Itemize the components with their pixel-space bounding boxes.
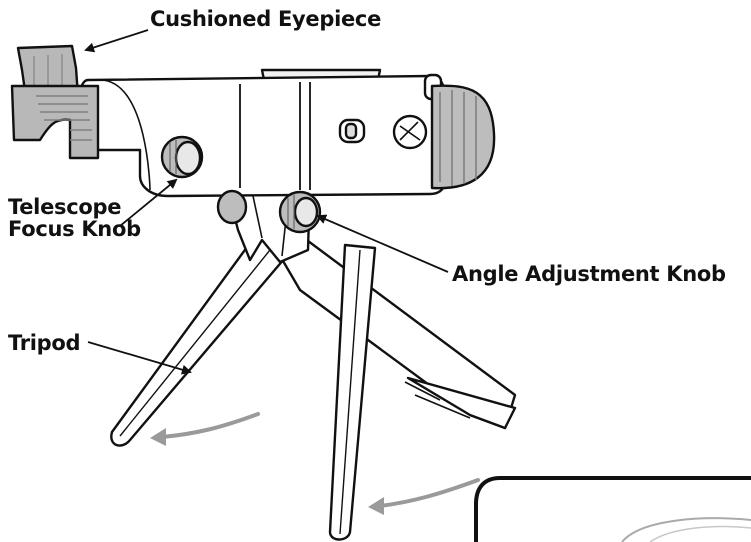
motion-arrow-front-leg — [378, 478, 480, 508]
label-focus-line-2: Focus Knob — [8, 217, 141, 241]
inset-panel — [474, 476, 751, 542]
tripod-front-leg — [328, 243, 377, 541]
focus-knob — [160, 135, 204, 179]
leader-angle-knob — [316, 214, 449, 273]
leader-focus-knob — [119, 178, 178, 227]
label-focus-line-1: Telescope — [8, 195, 122, 219]
label-tripod: Tripod — [8, 331, 81, 355]
tripod — [110, 178, 517, 541]
angle-knobs — [216, 189, 322, 234]
leader-tripod — [87, 341, 192, 375]
telescope-body — [78, 68, 496, 198]
label-angle-adjustment-knob: Angle Adjustment Knob — [452, 262, 726, 286]
label-cushioned-eyepiece: Cushioned Eyepiece — [150, 7, 382, 31]
motion-arrow-front-leg-head — [368, 497, 384, 515]
motion-arrow-left-leg-head — [150, 428, 166, 446]
eyepiece — [10, 44, 100, 160]
main-tube — [78, 74, 446, 198]
motion-arrow-left-leg — [160, 412, 260, 439]
leader-eyepiece — [84, 29, 149, 53]
objective-ring — [430, 84, 496, 190]
label-telescope-focus-knob: Telescope Focus Knob — [8, 196, 141, 240]
